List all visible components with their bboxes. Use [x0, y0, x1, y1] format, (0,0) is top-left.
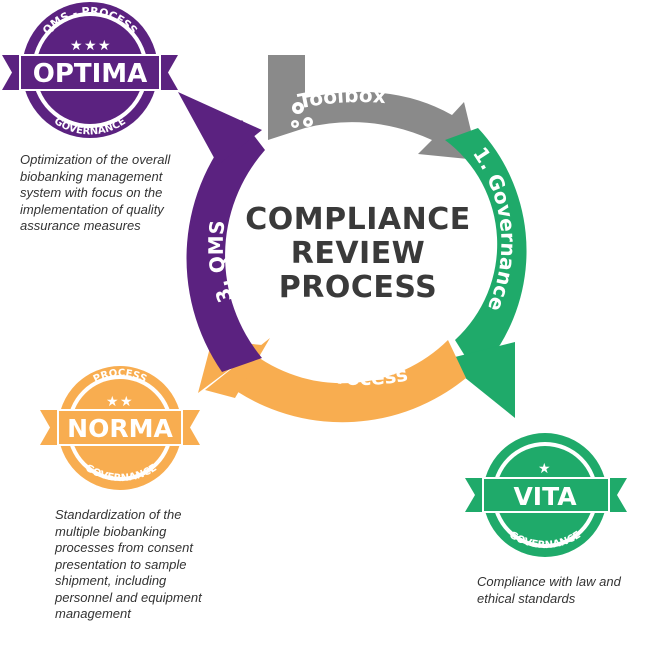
- governance-arrow: [443, 128, 527, 418]
- norma-badge: NORMA PROCESS GOVERNANCE ★ ★: [40, 366, 200, 490]
- vita-name: VITA: [513, 482, 577, 511]
- qms-arrow: [178, 92, 265, 372]
- star-icon: ★: [106, 395, 119, 410]
- vita-badge: VITA GOVERNANCE ★: [465, 433, 627, 557]
- center-title-line2: REVIEW: [291, 236, 426, 271]
- optima-badge: OPTIMA QMS - PROCESS GOVERNANCE ★ ★ ★: [2, 2, 178, 138]
- norma-top-text: PROCESS: [92, 368, 149, 385]
- center-title-line1: COMPLIANCE: [245, 202, 470, 237]
- star-icon: ★: [70, 39, 83, 54]
- star-icon: ★: [84, 39, 97, 54]
- star-icon: ★: [98, 39, 111, 54]
- star-icon: ★: [538, 462, 551, 477]
- norma-name: NORMA: [67, 414, 173, 443]
- gear-icon: [291, 102, 313, 128]
- norma-stars: ★ ★: [106, 395, 133, 410]
- optima-description: Optimization of the overall biobanking m…: [20, 152, 171, 233]
- center-title-line3: PROCESS: [279, 270, 437, 305]
- norma-description: Standardization of the multiple biobanki…: [55, 507, 202, 621]
- toolbox-arrow: [268, 55, 478, 160]
- vita-stars: ★: [538, 462, 551, 477]
- optima-name: OPTIMA: [33, 59, 148, 89]
- svg-text:PROCESS: PROCESS: [92, 368, 149, 385]
- vita-description: Compliance with law and ethical standard…: [477, 574, 621, 606]
- optima-stars: ★ ★ ★: [70, 39, 111, 54]
- star-icon: ★: [120, 395, 133, 410]
- center-title: COMPLIANCE REVIEW PROCESS: [245, 202, 470, 305]
